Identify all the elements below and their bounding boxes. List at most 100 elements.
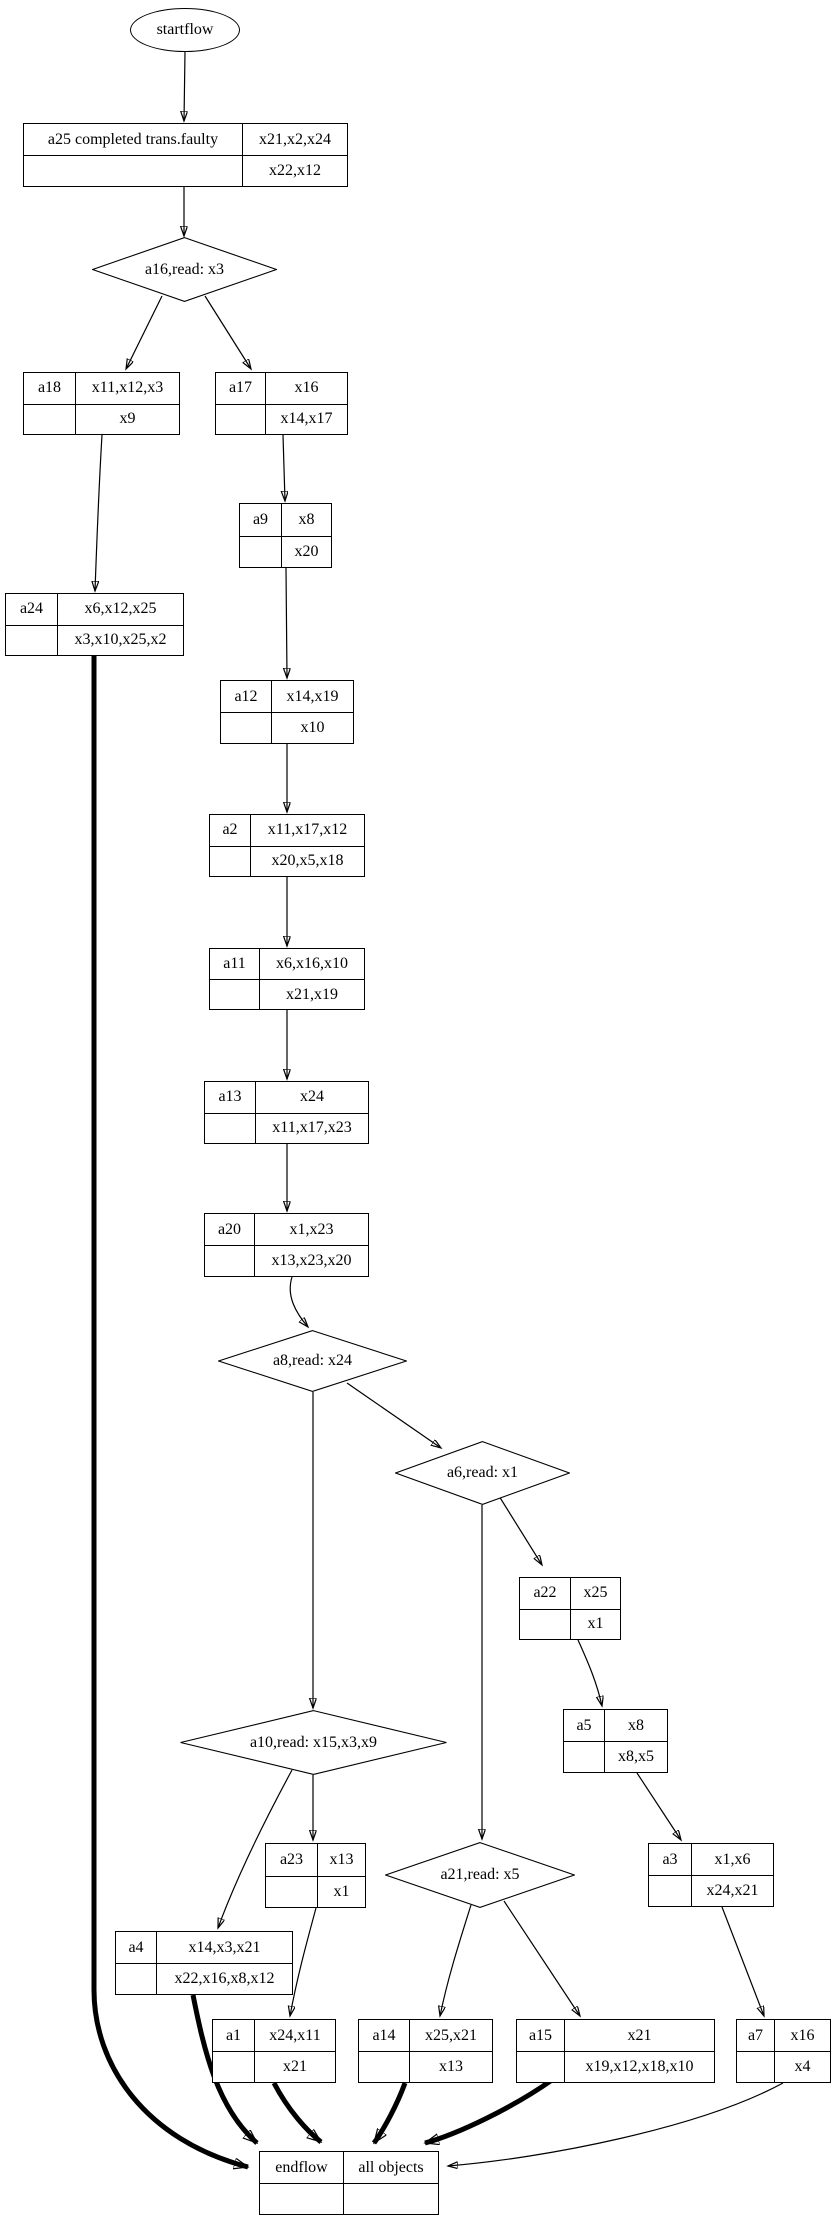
edge-a3-a7 <box>721 1906 764 2016</box>
node-id: a12 <box>234 687 258 705</box>
node-row2-objects: x14,x17 <box>265 403 347 434</box>
node-blank-cell <box>24 403 75 435</box>
edge-a7-endflow <box>448 2082 784 2166</box>
node-blank-cell <box>520 1608 570 1640</box>
action-node-a17: a17 x16 x14,x17 <box>215 372 348 435</box>
node-id: a15 <box>528 2026 553 2044</box>
edge-a20-a8 <box>289 1276 308 1327</box>
node-row1-objects: x8 <box>281 504 331 536</box>
node-blank-cell <box>266 1875 317 1908</box>
edge-a6-a22 <box>498 1495 542 1565</box>
node-row1-objects: x21,x2,x24 <box>242 124 347 155</box>
node-row1-objects: x21 <box>564 2020 714 2051</box>
node-row1-objects: x16 <box>265 373 347 404</box>
node-row1-objects: x1,x23 <box>254 1214 368 1245</box>
node-row2-objects: x24,x21 <box>691 1875 773 1906</box>
end-node-endflow: endflow all objects <box>259 2151 439 2215</box>
edge-a14-endflow <box>371 2082 408 2145</box>
node-blank-cell <box>213 2051 254 2082</box>
edge-a23-a1 <box>290 1907 317 2016</box>
node-row2-objects: x3,x10,x25,x2 <box>57 624 183 655</box>
node-blank-cell <box>359 2051 409 2082</box>
decision-label: a8,read: x24 <box>272 1352 353 1369</box>
diamond-shape <box>395 1441 570 1505</box>
node-id: a25 completed trans.faulty <box>47 130 219 148</box>
node-id: a5 <box>576 1716 592 1734</box>
decision-node-a10: a10,read: x15,x3,x9 <box>180 1710 447 1775</box>
node-blank-cell <box>216 403 265 435</box>
node-row2-objects: x21 <box>254 2051 335 2082</box>
node-id: a11 <box>223 955 246 972</box>
edge-a9-a12 <box>286 567 287 678</box>
edge-a10-a4 <box>218 1769 293 1928</box>
action-node-a4: a4 x14,x3,x21 x22,x16,x8,x12 <box>115 1931 293 1995</box>
action-node-a22: a22 x25 x1 <box>519 1577 621 1640</box>
decision-label: a10,read: x15,x3,x9 <box>249 1733 378 1751</box>
node-row1-objects: x6,x12,x25 <box>57 594 183 625</box>
diamond-shape <box>385 1842 575 1908</box>
start-node-startflow: startflow <box>130 8 240 52</box>
node-id: a1 <box>225 2026 242 2044</box>
node-row2-objects: x9 <box>75 403 179 434</box>
node-blank-cell <box>517 2051 564 2082</box>
node-row2-objects: x13,x23,x20 <box>254 1245 368 1276</box>
node-row2-objects: x13 <box>409 2051 492 2082</box>
decision-node-a6: a6,read: x1 <box>395 1441 570 1505</box>
edge-a18-a24 <box>95 434 103 591</box>
node-id: a7 <box>747 2026 764 2044</box>
node-row1-objects: x6,x16,x10 <box>259 949 364 979</box>
node-row2-objects: x10 <box>271 712 353 743</box>
node-blank-cell <box>24 155 242 186</box>
action-node-a25: a25 completed trans.faulty x21,x2,x24 x2… <box>23 123 348 187</box>
decision-label: a16,read: x3 <box>144 260 225 278</box>
diamond-shape <box>218 1330 407 1392</box>
decision-label: a6,read: x1 <box>446 1464 519 1481</box>
decision-label: a21,read: x5 <box>440 1866 520 1883</box>
node-row1-objects: x11,x12,x3 <box>75 373 179 404</box>
action-node-a2: a2 x11,x17,x12 x20,x5,x18 <box>209 814 365 877</box>
node-row1-objects: x24 <box>255 1082 368 1113</box>
node-id: a17 <box>228 379 253 397</box>
action-node-a18: a18 x11,x12,x3 x9 <box>23 372 180 435</box>
decision-node-a8: a8,read: x24 <box>218 1330 407 1392</box>
node-blank-cell <box>221 712 271 743</box>
node-id: a14 <box>372 2026 396 2044</box>
node-id: a9 <box>252 510 269 528</box>
node-row1-objects: x1,x6 <box>691 1844 773 1875</box>
node-id: a2 <box>222 821 238 839</box>
diamond-shape <box>92 237 277 302</box>
node-blank-cell <box>564 1741 604 1772</box>
decision-node-a21: a21,read: x5 <box>385 1842 575 1908</box>
node-row1-objects: x16 <box>774 2020 830 2051</box>
action-node-a3: a3 x1,x6 x24,x21 <box>648 1843 774 1907</box>
node-blank-cell <box>205 1112 255 1144</box>
node-blank-cell <box>116 1963 156 1994</box>
edge-a15-endflow <box>425 2077 554 2146</box>
edge-a17-a9 <box>283 434 285 501</box>
action-node-a12: a12 x14,x19 x10 <box>220 680 354 744</box>
node-row2-objects: x22,x12 <box>242 155 347 186</box>
node-row2-objects: x8,x5 <box>604 1741 667 1772</box>
node-row1-objects: x13 <box>317 1844 365 1876</box>
node-row2-objects: x4 <box>774 2051 830 2082</box>
action-node-a20: a20 x1,x23 x13,x23,x20 <box>204 1213 369 1277</box>
node-id: a18 <box>37 379 62 397</box>
start-node-label: startflow <box>156 21 214 38</box>
edge-a21-a14 <box>440 1904 472 2016</box>
node-row1-objects: x25,x21 <box>409 2020 492 2051</box>
node-row1-objects: x8 <box>604 1710 667 1741</box>
node-row1-objects: x14,x19 <box>271 681 353 712</box>
node-blank-cell <box>737 2051 774 2082</box>
edge-startflow-a25 <box>184 51 185 121</box>
node-blank-cell <box>6 624 57 656</box>
diamond-shape <box>180 1710 447 1775</box>
node-row2-objects: x21,x19 <box>259 979 364 1009</box>
node-row2-objects: x1 <box>317 1875 365 1907</box>
node-id: a22 <box>533 1584 557 1602</box>
action-node-a5: a5 x8 x8,x5 <box>563 1709 668 1773</box>
edge-a16-a17 <box>204 295 251 369</box>
edge-a5-a3 <box>636 1772 681 1840</box>
node-row2-objects: x1 <box>570 1608 620 1639</box>
